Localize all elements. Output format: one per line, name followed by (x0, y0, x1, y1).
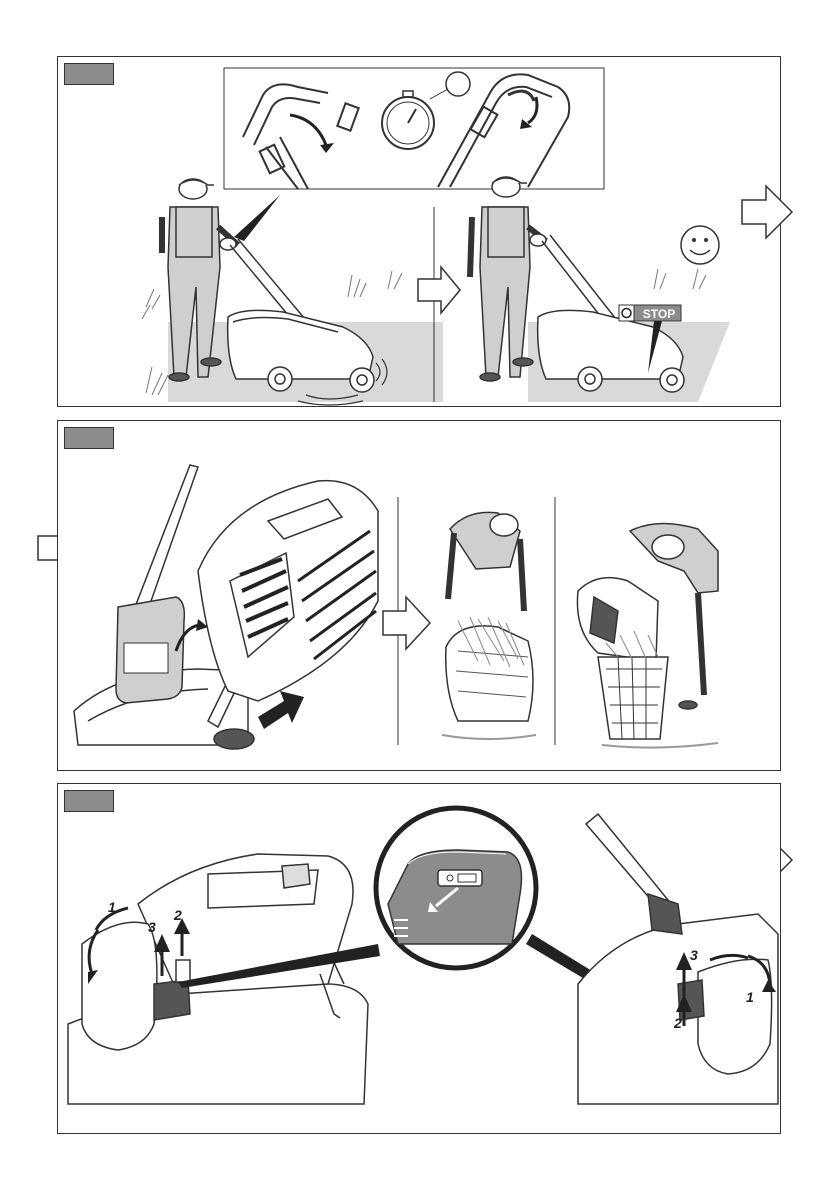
panel-3-remove-battery: 1 2 3 (57, 783, 781, 1134)
smiley-face-icon (681, 226, 719, 264)
right-arrow-icon (418, 267, 460, 313)
panel-2-empty-grass-bag (57, 420, 781, 771)
battery-zoom-circle (376, 808, 536, 968)
step-label-3-right: 3 (690, 947, 698, 963)
step-label-1: 1 (108, 899, 116, 915)
step-label-2: 2 (173, 907, 182, 923)
step-label-1-right: 1 (746, 989, 754, 1005)
stop-label: STOP (643, 307, 675, 321)
step-label-3: 3 (148, 919, 156, 935)
step-label-2-right: 2 (673, 1015, 682, 1031)
panel-1-stop-motor: STOP (57, 56, 781, 407)
panel-2-illustration (58, 421, 782, 772)
panel-3-illustration: 1 2 3 (58, 784, 782, 1135)
panel-1-illustration: STOP (58, 57, 782, 408)
